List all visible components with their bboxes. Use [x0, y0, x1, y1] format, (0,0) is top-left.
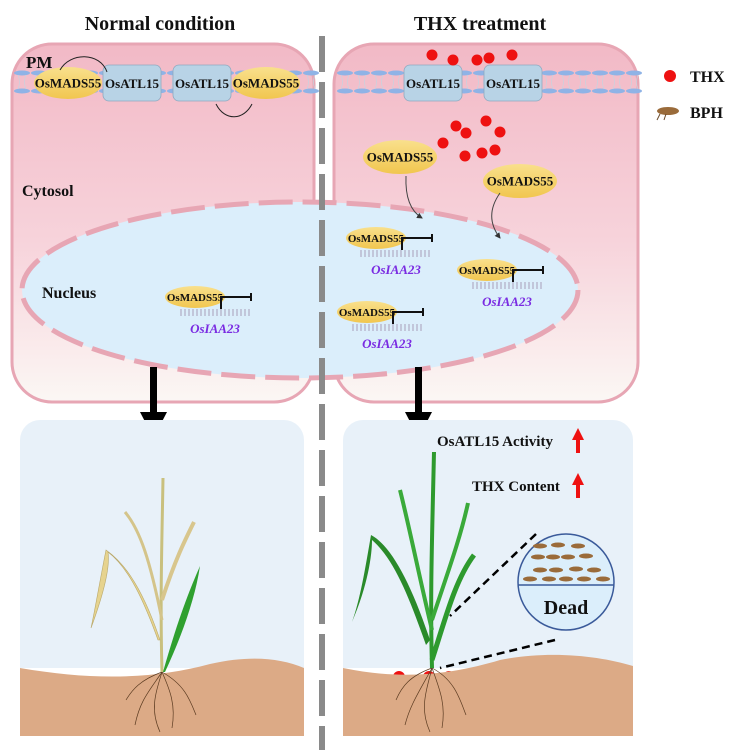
- thx-dot: [471, 54, 483, 66]
- osatl15-protein: OsATL15: [102, 64, 162, 102]
- dead-label: Dead: [544, 597, 588, 619]
- osiaa23-gene: OsIAA23: [351, 308, 424, 351]
- legend-thx: THX: [690, 69, 725, 86]
- thx-dot: [480, 115, 492, 127]
- dead-bph: [542, 576, 556, 582]
- osatl15-label: OsATL15: [105, 76, 159, 91]
- title-normal-condition: Normal condition: [85, 13, 236, 35]
- osatl15-protein: OsATL15: [172, 64, 232, 102]
- dead-bph: [546, 554, 560, 560]
- title-thx-treatment: THX treatment: [414, 13, 547, 35]
- thx-dot: [494, 126, 506, 138]
- osiaa23-label: OsIAA23: [362, 336, 412, 351]
- legend-bph: BPH: [690, 105, 723, 122]
- dead-bph: [533, 543, 547, 549]
- osiaa23-gene: OsIAA23: [179, 293, 252, 336]
- thx-dot: [450, 120, 462, 132]
- osmads55-label: OsMADS55: [348, 233, 405, 245]
- dead-bph: [569, 566, 583, 572]
- thx-dot: [476, 147, 488, 159]
- thx-dot: [483, 52, 495, 64]
- osmads55-label: OsMADS55: [339, 307, 396, 319]
- insect-icon: [656, 107, 679, 121]
- osmads55-label: OsMADS55: [35, 76, 102, 91]
- dead-bph: [551, 542, 565, 548]
- dead-bph: [559, 576, 573, 582]
- osmads55-label: OsMADS55: [367, 150, 434, 165]
- osmads55-protein: OsMADS55: [363, 140, 437, 174]
- dead-bph: [531, 554, 545, 560]
- dead-bph: [579, 553, 593, 559]
- osmads55-label: OsMADS55: [487, 174, 554, 189]
- plant-normal: [90, 477, 200, 733]
- osatl15-protein: OsATL15: [403, 64, 463, 102]
- label-cytosol: Cytosol: [22, 183, 74, 200]
- osmads55-label: OsMADS55: [233, 76, 300, 91]
- up-arrow-icon: [572, 428, 584, 453]
- osmads55-protein: OsMADS55: [34, 67, 102, 99]
- dead-bph: [577, 576, 591, 582]
- osmads55-protein: OsMADS55: [346, 227, 406, 249]
- osmads55-protein: OsMADS55: [337, 301, 397, 323]
- nucleus: [19, 199, 581, 381]
- plant-thx: [352, 451, 476, 733]
- osmads55-protein: OsMADS55: [483, 164, 557, 198]
- osiaa23-gene: OsIAA23: [471, 266, 544, 309]
- thx-dot: [460, 127, 472, 139]
- osiaa23-label: OsIAA23: [371, 262, 421, 277]
- up-arrow-icon: [572, 473, 584, 498]
- osatl15-label: OsATL15: [406, 76, 460, 91]
- thx-dot: [426, 49, 438, 61]
- osiaa23-label: OsIAA23: [482, 294, 532, 309]
- thx-dot: [459, 150, 471, 162]
- effect-thx-content: THX Content: [472, 479, 560, 495]
- osiaa23-gene: OsIAA23: [360, 234, 433, 277]
- osmads55-protein: OsMADS55: [457, 259, 517, 281]
- dead-bph: [523, 576, 537, 582]
- osiaa23-label: OsIAA23: [190, 321, 240, 336]
- dead-bph: [549, 567, 563, 573]
- osatl15-label: OsATL15: [175, 76, 229, 91]
- effect-osatl15-activity: OsATL15 Activity: [437, 434, 553, 450]
- osmads55-protein: OsMADS55: [232, 67, 300, 99]
- osmads55-protein: OsMADS55: [165, 286, 225, 308]
- osmads55-label: OsMADS55: [459, 265, 516, 277]
- osatl15-protein: OsATL15: [483, 64, 543, 102]
- thx-dot: [489, 144, 501, 156]
- dead-bph: [533, 567, 547, 573]
- thx-dot: [506, 49, 518, 61]
- dead-bph-inset: Dead: [439, 533, 615, 670]
- osatl15-label: OsATL15: [486, 76, 540, 91]
- dead-bph: [587, 567, 601, 573]
- label-pm: PM: [26, 53, 52, 72]
- osmads55-label: OsMADS55: [167, 292, 224, 304]
- dead-bph: [571, 543, 585, 549]
- thx-dot: [437, 137, 449, 149]
- label-nucleus: Nucleus: [42, 285, 96, 302]
- dead-bph: [561, 554, 575, 560]
- red-dot-icon: [664, 70, 676, 82]
- dead-bph: [596, 576, 610, 582]
- thx-dot: [447, 54, 459, 66]
